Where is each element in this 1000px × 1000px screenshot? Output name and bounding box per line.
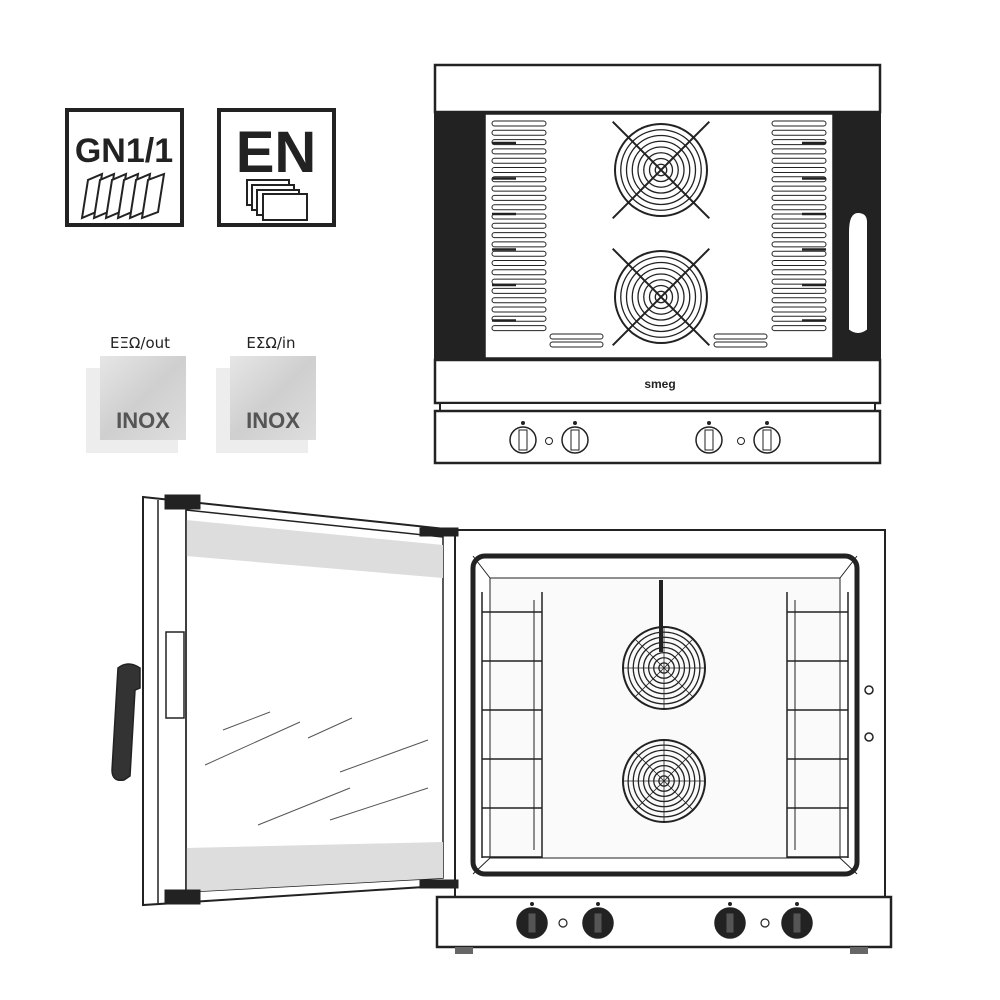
- oven-door-open: [111, 494, 893, 954]
- door-handle: [111, 663, 141, 782]
- right-tray-rack: [786, 592, 849, 858]
- fan-guard-icon: [622, 626, 706, 710]
- oven-front-closed: smeg: [433, 63, 882, 465]
- trays-icon: [80, 172, 166, 220]
- fan-guard-icon: [611, 120, 711, 220]
- material-in: ΕΣΩ/in INOX: [216, 334, 316, 453]
- glass-reflections: [204, 711, 429, 826]
- material-out-caption: ΕΞΩ/out: [110, 334, 170, 352]
- stacked-pans-icon: [246, 179, 308, 221]
- left-tray-rack: [481, 592, 543, 858]
- brand-logo: smeg: [644, 377, 675, 391]
- en-label: EN: [236, 120, 317, 185]
- gn-capacity-badge: GN1/1: [65, 108, 184, 227]
- material-in-label: INOX: [246, 408, 300, 433]
- control-knobs: [509, 421, 781, 454]
- fan-guard-icon: [622, 739, 706, 823]
- fan-guard-icon: [611, 247, 711, 347]
- gn-label: GN1/1: [75, 132, 173, 170]
- material-out-label: INOX: [116, 408, 170, 433]
- control-knobs: [516, 902, 813, 939]
- material-in-caption: ΕΣΩ/in: [246, 334, 295, 352]
- right-vents: [771, 120, 827, 332]
- bottom-vents: [549, 333, 768, 348]
- left-vents: [491, 120, 547, 332]
- door-handle: [847, 210, 869, 335]
- material-out: ΕΞΩ/out INOX: [86, 334, 186, 453]
- en-standard-badge: EN: [217, 108, 336, 227]
